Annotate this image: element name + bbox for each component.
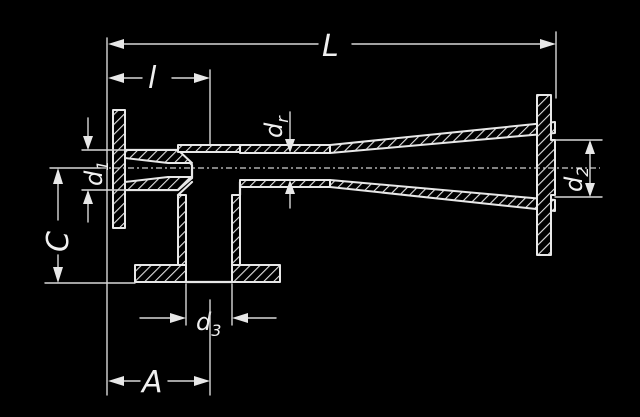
throat-wall-bottom [239, 179, 331, 188]
suction-pipe-right-wall [231, 194, 241, 271]
dimension-label-d3-sub: 3 [211, 321, 221, 340]
dimension-label-d1-sub: 1 [93, 161, 112, 171]
dimension-d2: d2 [554, 139, 603, 198]
dimension-label-dr: d [260, 122, 288, 138]
dimension-label-d2-sub: 2 [573, 167, 592, 177]
dimension-C: C [41, 167, 136, 284]
dimension-d3: d3 [139, 283, 277, 340]
nozzle-wall-bottom [124, 176, 193, 191]
suction-flange-right [231, 264, 281, 283]
outlet-flange [536, 94, 556, 256]
suction-flange-left [134, 264, 187, 283]
diffuser-wall-bottom [329, 179, 556, 212]
dimension-d1: d1 [80, 117, 126, 223]
dimension-label-A: A [140, 365, 163, 400]
dimension-l: l [108, 61, 211, 151]
dimension-label-d1: d [80, 170, 108, 186]
svg-text:d2: d2 [560, 167, 592, 192]
throat-wall-top [239, 144, 331, 154]
dimension-A: A [108, 299, 211, 400]
svg-text:d3: d3 [196, 308, 221, 340]
nozzle-wall-top [124, 149, 193, 164]
dimension-L: L [106, 29, 557, 396]
dimension-label-L: L [322, 29, 339, 64]
dimension-label-C: C [41, 231, 76, 252]
suction-pipe-left-wall [177, 194, 187, 271]
diffuser-wall-top [329, 121, 556, 154]
svg-text:dr: dr [260, 115, 292, 138]
nozzle-flange [112, 109, 126, 229]
dimension-dr: dr [260, 111, 295, 209]
dimension-label-d3: d [196, 308, 212, 336]
dimension-label-dr-sub: r [273, 115, 292, 123]
dimension-label-d2: d [560, 176, 588, 192]
svg-text:d1: d1 [80, 161, 112, 186]
dimension-label-l: l [148, 61, 157, 96]
